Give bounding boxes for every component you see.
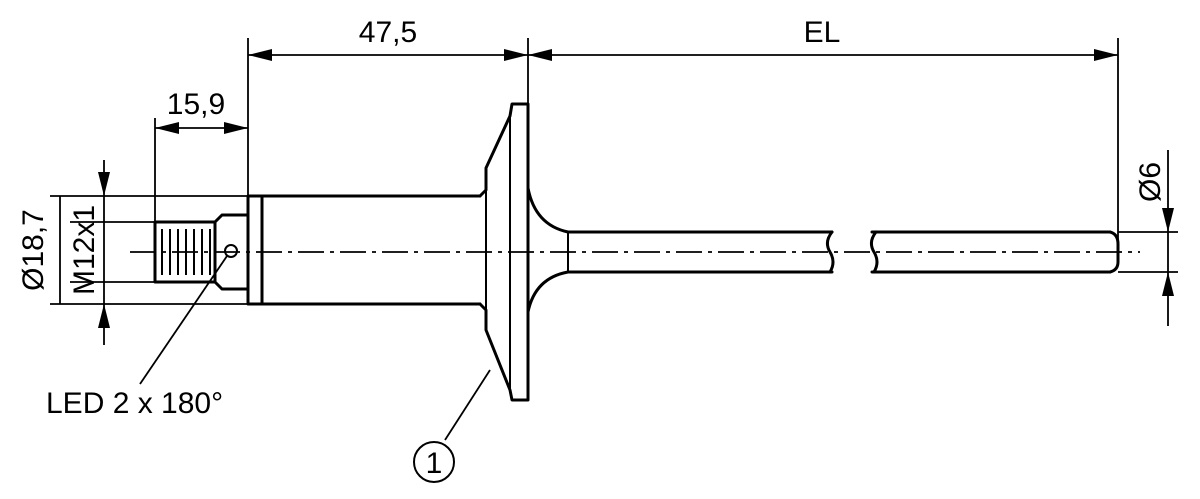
callout-number: 1 (426, 447, 443, 480)
m12-connector (153, 213, 250, 291)
dimension-head-length (247, 38, 529, 196)
callout-leader-line (444, 369, 491, 441)
callout-circle (413, 441, 455, 483)
dimension-probe-diameter-label: Ø6 (1134, 162, 1167, 202)
led-leader-line (139, 255, 228, 385)
dimension-el (528, 38, 1119, 244)
clamp-flange (478, 102, 530, 402)
probe-tube (566, 230, 1120, 274)
led-label: LED 2 x 180° (46, 387, 223, 420)
dimension-thread-length (154, 118, 248, 222)
dimension-probe-diameter (1118, 150, 1178, 326)
dimension-thread (70, 160, 155, 345)
probe-transition (526, 186, 570, 314)
dimension-body-diameter-label: Ø18,7 (17, 209, 50, 291)
led-indicator (224, 244, 238, 258)
dimension-thread-label: M12x1 (68, 205, 101, 295)
dimension-body-diameter (50, 195, 248, 305)
dimension-thread-length-label: 15,9 (167, 88, 225, 121)
dimension-el-label: EL (804, 16, 841, 49)
sensor-housing (246, 194, 482, 306)
dimension-head-length-label: 47,5 (359, 16, 417, 49)
